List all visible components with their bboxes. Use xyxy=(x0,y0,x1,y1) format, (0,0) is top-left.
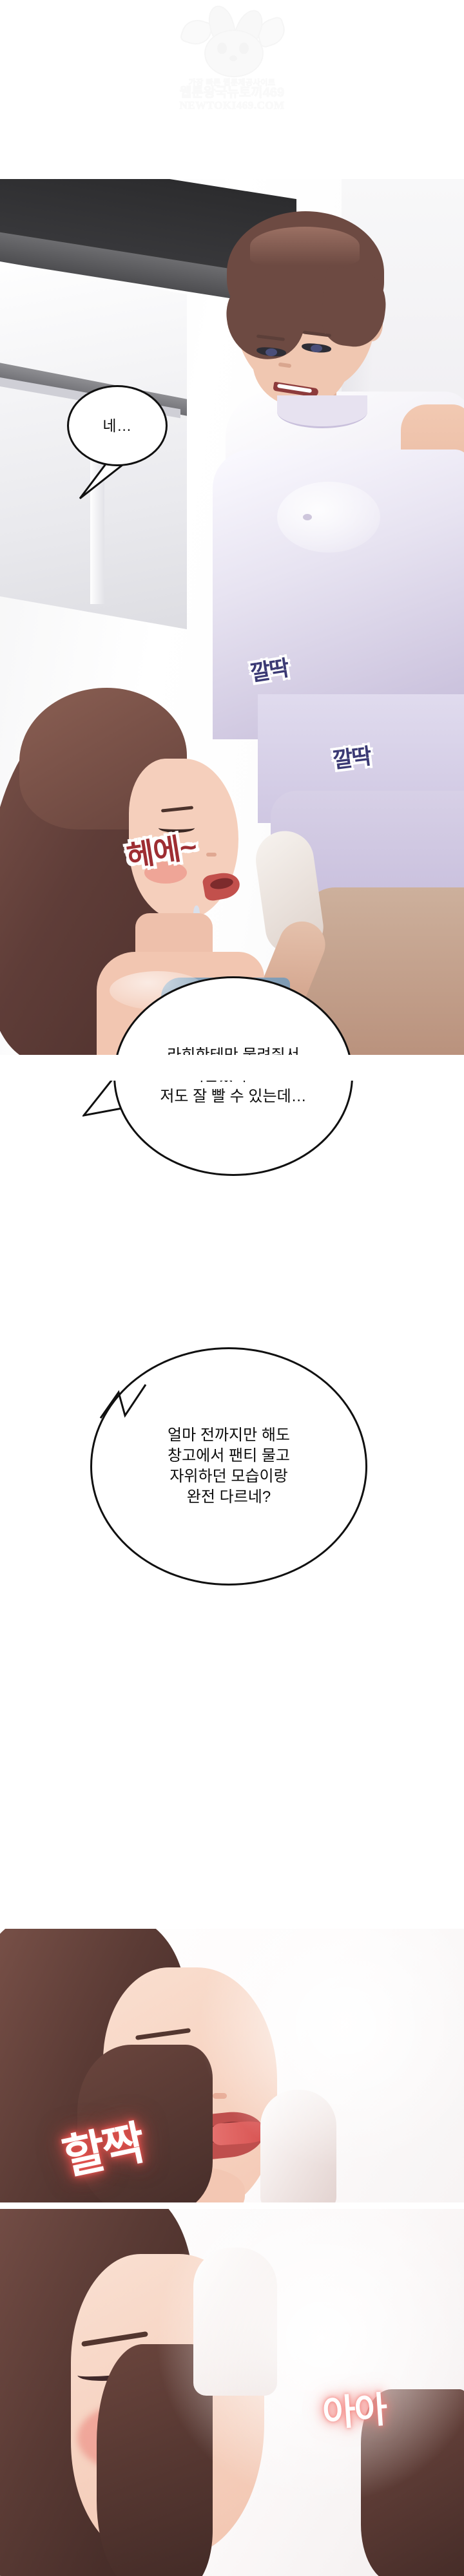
female-nose xyxy=(206,853,217,857)
sfx-aa: 아아 xyxy=(321,2389,388,2434)
female-blush xyxy=(144,862,187,884)
rabbit-mascot-icon xyxy=(179,2,289,77)
watermark-block: 가장 빠른 웹툰제공사이트 웹툰왕국뉴토끼469 NEWTOKI469.COM xyxy=(161,2,303,128)
watermark-text: 가장 빠른 웹툰제공사이트 웹툰왕국뉴토끼469 NEWTOKI469.COM xyxy=(179,78,285,112)
saliva-drop xyxy=(193,905,200,918)
panel-hallway-couple xyxy=(0,179,464,1055)
male-chest-highlight xyxy=(277,482,380,553)
sfx-kkalttak-2: 깔딱 xyxy=(331,744,372,773)
speech-bubble-thought-tail xyxy=(95,1378,173,1455)
panel-closeup-licking xyxy=(0,1929,464,2202)
panel-closeup-face xyxy=(0,2209,464,2576)
male-collar xyxy=(277,395,367,428)
watermark-line-1: 가장 빠른 웹툰제공사이트 xyxy=(188,78,276,87)
speech-bubble-thought[interactable]: 얼마 전까지만 해도 창고에서 팬티 물고 자위하던 모습이랑 완전 다르네? xyxy=(90,1347,367,1586)
speech-bubble-ne[interactable]: 네… xyxy=(67,385,168,466)
male-iris-right xyxy=(311,345,322,352)
watermark-line-2: 웹툰왕국뉴토끼469 xyxy=(179,86,285,100)
watermark-line-3: NEWTOKI469.COM xyxy=(179,99,285,112)
male-hair-highlight xyxy=(250,227,360,265)
male-chest-detail xyxy=(303,514,312,520)
male-iris-left xyxy=(266,348,277,356)
watermark-zone: 가장 빠른 웹툰제공사이트 웹툰왕국뉴토끼469 NEWTOKI469.COM xyxy=(0,0,464,155)
light-glow xyxy=(193,1929,464,2174)
panel-gutter-1 xyxy=(0,1055,464,1081)
female-hair-lower xyxy=(77,2045,213,2202)
sfx-kkalttak-1: 깔딱 xyxy=(248,656,290,687)
panel-gutter-2 xyxy=(0,2202,464,2209)
light-glow-2 xyxy=(155,2209,464,2505)
speech-bubble-ne-text: 네… xyxy=(102,417,132,434)
female-eye-closed xyxy=(159,823,195,833)
speech-bubble-thought-text: 얼마 전까지만 해도 창고에서 팬티 물고 자위하던 모습이랑 완전 다르네? xyxy=(168,1426,290,1506)
